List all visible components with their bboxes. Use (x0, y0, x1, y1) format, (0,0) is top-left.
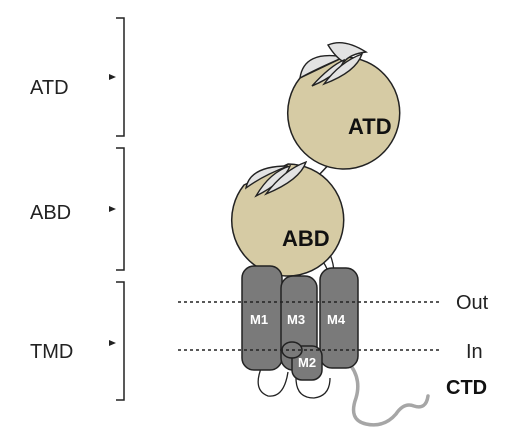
abd-lobe-label: ABD (282, 226, 330, 251)
helix-m4 (319, 267, 359, 369)
bracket-atd-tick (109, 74, 116, 80)
bracket-abd-tick (109, 206, 116, 212)
domain-label-atd: ATD (30, 77, 69, 99)
membrane-out-label: Out (456, 292, 489, 314)
bracket-abd (116, 147, 125, 271)
bracket-tmd-tick (109, 340, 116, 346)
membrane-in-label: In (466, 341, 483, 363)
bracket-tmd (116, 281, 125, 401)
ctd-label: CTD (446, 377, 487, 399)
helix-label-m3: M3 (287, 312, 305, 327)
helix-label-m4: M4 (327, 312, 346, 327)
atd-cleft-upper (326, 42, 369, 63)
intracellular-loops (257, 365, 331, 399)
domain-label-tmd: TMD (30, 341, 73, 363)
helix-label-m1: M1 (250, 312, 268, 327)
ctd-tail (346, 360, 430, 427)
helix-label-m2: M2 (298, 355, 316, 370)
domain-label-abd: ABD (30, 202, 71, 224)
bracket-atd (116, 17, 125, 137)
atd-lobe-label: ATD (348, 114, 392, 139)
atd-lobe (286, 42, 401, 170)
abd-lobe (230, 160, 345, 277)
